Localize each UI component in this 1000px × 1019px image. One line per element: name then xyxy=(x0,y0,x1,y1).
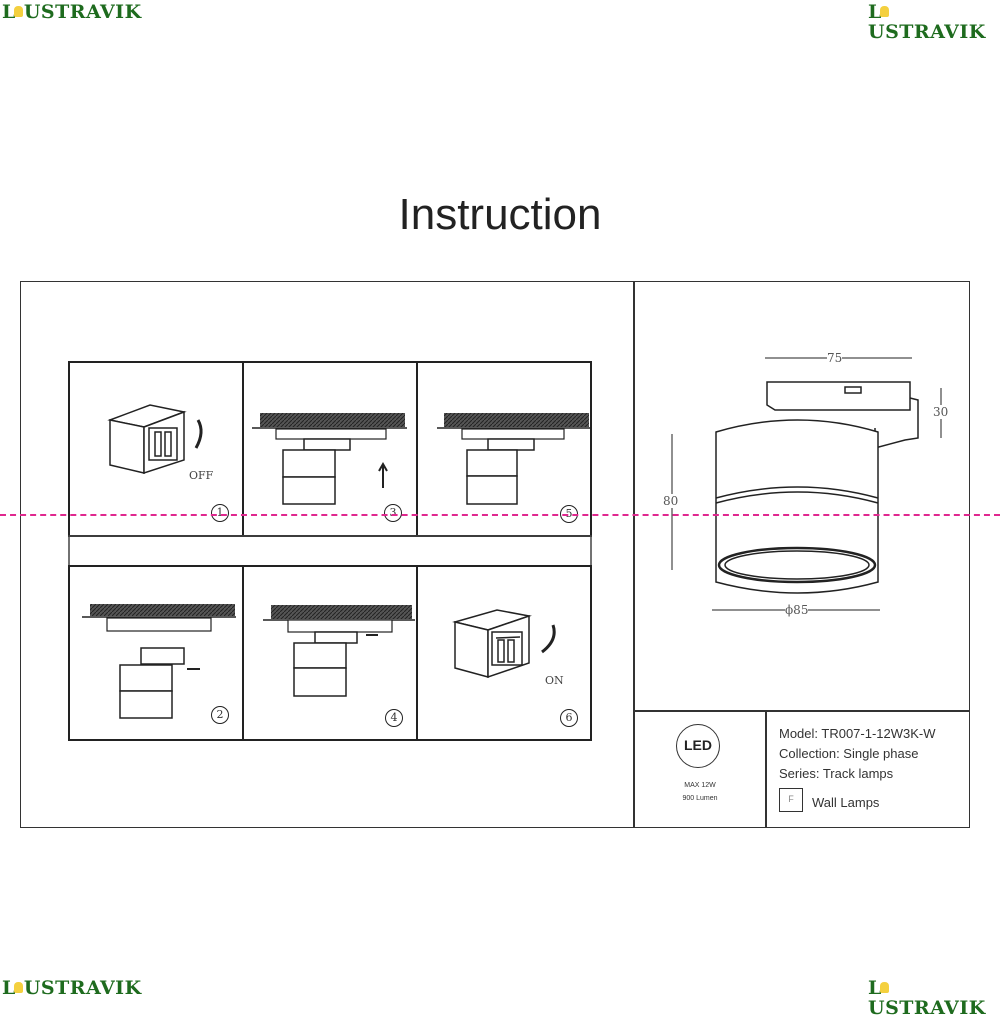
led-badge-icon: LED xyxy=(676,724,720,768)
switch-box-icon xyxy=(107,404,187,475)
logo-text: USTRAVIK xyxy=(868,21,986,43)
spec-series: Series: Track lamps xyxy=(779,766,894,781)
step-number-2: 2 xyxy=(211,706,229,724)
brand-logo-top-right: LUSTRAVIK xyxy=(868,2,1000,42)
switch-box-on-icon xyxy=(452,609,532,679)
product-dimension-drawing xyxy=(671,357,942,611)
spec-collection: Collection: Single phase xyxy=(779,746,919,761)
step-number-1: 1 xyxy=(211,504,229,522)
dimension-width: 75 xyxy=(827,351,843,365)
off-label: OFF xyxy=(189,469,214,482)
guide-line xyxy=(0,514,1000,516)
lamp-bulb-icon xyxy=(13,6,23,17)
instruction-frame xyxy=(20,281,970,828)
wall-lamp-icon: F xyxy=(779,788,803,812)
step-number-6: 6 xyxy=(560,709,578,727)
dimension-diameter: ϕ85 xyxy=(785,603,809,617)
spec-column-divider xyxy=(765,710,767,828)
dimension-adapter-height: 30 xyxy=(933,405,949,419)
step-number-3: 3 xyxy=(384,504,402,522)
rotate-arrow-icon xyxy=(541,624,556,654)
logo-text: USTRAVIK xyxy=(868,997,986,1019)
track-ceiling-icon xyxy=(252,413,407,505)
installed-lamp-icon xyxy=(437,413,590,505)
logo-text: USTRAVIK xyxy=(23,1,142,23)
rotate-arrow-icon xyxy=(194,419,203,449)
adapter-attach-icon xyxy=(82,604,236,719)
lamp-bulb-icon xyxy=(879,982,889,993)
step-6-panel xyxy=(416,565,592,741)
spec-divider xyxy=(634,710,970,712)
logo-letter: L xyxy=(2,1,16,23)
brand-logo-top-left: L USTRAVIK xyxy=(2,2,142,22)
led-power: MAX 12W xyxy=(684,782,716,789)
page-title: Instruction xyxy=(398,190,602,239)
dimension-body-height: 80 xyxy=(663,494,679,508)
spec-model: Model: TR007-1-12W3K-W xyxy=(779,726,936,741)
logo-letter: L xyxy=(868,1,882,23)
on-label: ON xyxy=(545,674,564,687)
lamp-bulb-icon xyxy=(879,6,889,17)
row-gap xyxy=(68,535,592,567)
step-number-4: 4 xyxy=(385,709,403,727)
logo-text: USTRAVIK xyxy=(23,977,142,999)
led-lumen: 900 Lumen xyxy=(682,795,718,802)
spec-type: Wall Lamps xyxy=(812,795,880,810)
lock-rotate-icon xyxy=(263,605,415,697)
logo-letter: L xyxy=(868,977,882,999)
logo-letter: L xyxy=(2,977,16,999)
lamp-bulb-icon xyxy=(13,982,23,993)
up-arrow-icon xyxy=(378,461,388,488)
frame-divider xyxy=(633,281,635,828)
brand-logo-bottom-left: L USTRAVIK xyxy=(2,978,142,998)
